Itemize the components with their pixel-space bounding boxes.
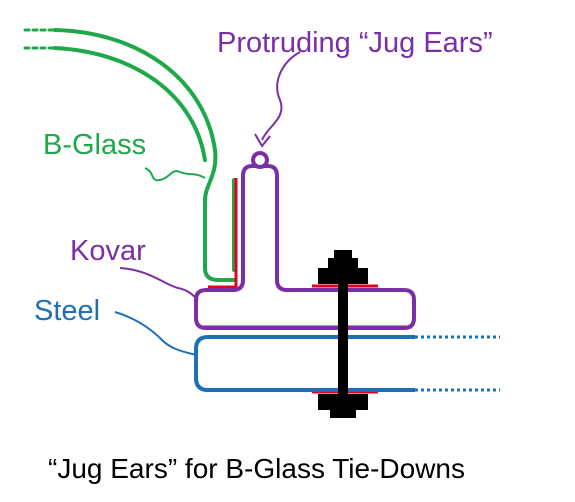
kovar-leader: [119, 267, 199, 301]
diagram-caption: “Jug Ears” for B-Glass Tie-Downs: [48, 453, 465, 484]
jug-ears-leader: [261, 51, 301, 141]
bolt-bottom-nut: [318, 394, 368, 410]
jug-ears-arrowhead: [254, 133, 271, 148]
b-glass-tube: [23, 28, 236, 282]
b-glass-inner-wall: [53, 46, 207, 162]
kovar-label: Kovar: [70, 235, 146, 267]
bolt-shaft: [338, 250, 348, 418]
jug-ears-label: Protruding “Jug Ears”: [217, 27, 493, 59]
bolt-top-tip-2: [334, 250, 352, 260]
b-glass-outer-wall: [53, 28, 236, 282]
steel-plate: [194, 335, 500, 392]
steel-leader: [114, 311, 197, 356]
kovar-jug-ear: [194, 164, 416, 330]
bolt-top-nut: [318, 268, 368, 284]
seal-vertical: [208, 178, 238, 289]
bolt-bottom-tip: [330, 408, 356, 418]
seal-layers: [200, 178, 412, 394]
leader-lines: [114, 51, 301, 356]
steel-plate-outline: [194, 335, 415, 392]
b-glass-label: B-Glass: [43, 129, 146, 161]
tie-down-bolt: [318, 250, 368, 418]
b-glass-leader: [144, 167, 206, 182]
bolt-top-tip-1: [328, 258, 358, 270]
jug-ear-loop: [251, 151, 269, 169]
steel-label: Steel: [34, 295, 100, 327]
